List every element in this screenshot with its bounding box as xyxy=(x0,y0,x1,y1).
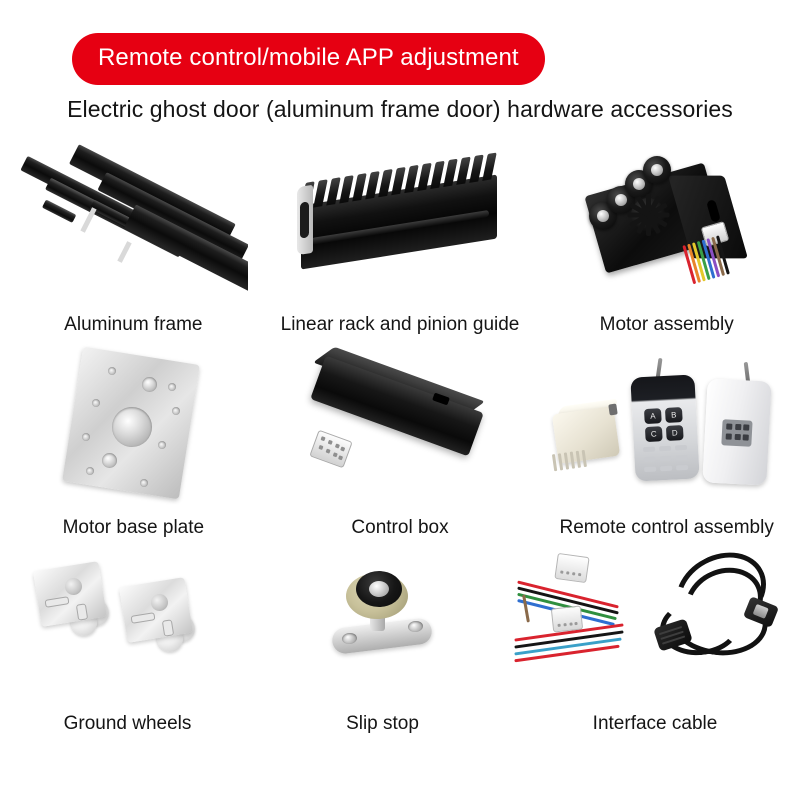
remote-control-assembly-photo: A B C D xyxy=(549,354,784,494)
power-cable-photo xyxy=(650,537,800,689)
product-image-wrap xyxy=(0,132,267,307)
control-box-connector xyxy=(309,429,353,468)
product-caption: Motor assembly xyxy=(599,314,734,335)
motor-assembly-photo xyxy=(577,140,757,300)
product-cell-ground-wheels: Ground wheels xyxy=(0,539,255,735)
remote-button-c: C xyxy=(645,425,663,442)
remote-button-a: A xyxy=(644,407,662,424)
product-caption: Linear rack and pinion guide xyxy=(280,314,520,335)
harness-connector-upper xyxy=(554,552,590,584)
remote-button-d: D xyxy=(666,424,684,441)
slip-stop-photo xyxy=(320,557,445,682)
aluminum-frame-photo xyxy=(18,137,249,302)
product-cell-control-box: Control box xyxy=(267,336,534,539)
product-image-wrap xyxy=(510,537,800,699)
motor-base-plate-photo xyxy=(46,341,221,506)
remote-button-b: B xyxy=(665,406,683,423)
product-image-wrap xyxy=(267,336,534,511)
remote-light xyxy=(702,377,772,486)
remote-dark: A B C D xyxy=(630,373,700,482)
banner-title: Remote control/mobile APP adjustment xyxy=(72,33,545,85)
product-row: Aluminum frame xyxy=(0,132,800,336)
product-caption: Slip stop xyxy=(346,713,419,734)
product-image-wrap xyxy=(533,132,800,307)
harness-connector-lower xyxy=(550,605,584,633)
pinion-gear-icon xyxy=(627,193,670,236)
product-image-wrap xyxy=(0,539,255,699)
product-cell-motor-assembly: Motor assembly xyxy=(533,132,800,336)
product-cell-linear-rack-and-pinion-guide: Linear rack and pinion guide xyxy=(267,132,534,336)
product-cell-motor-base-plate: Motor base plate xyxy=(0,336,267,539)
product-caption: Motor base plate xyxy=(62,517,205,538)
product-image-wrap xyxy=(255,539,510,699)
product-image-wrap xyxy=(0,336,267,511)
product-image-wrap: A B C D xyxy=(533,336,800,511)
product-cell-aluminum-frame: Aluminum frame xyxy=(0,132,267,336)
product-cell-slip-stop: Slip stop xyxy=(255,539,510,735)
product-caption: Ground wheels xyxy=(63,713,192,734)
product-caption: Interface cable xyxy=(592,713,718,734)
product-caption: Control box xyxy=(351,517,449,538)
product-cell-interface-cable: Interface cable xyxy=(510,537,800,735)
linear-rack-and-pinion-guide-photo xyxy=(293,150,508,290)
banner-container: Remote control/mobile APP adjustment xyxy=(72,33,545,85)
product-image-wrap xyxy=(267,132,534,307)
product-row: Motor base plate xyxy=(0,336,800,539)
control-box-photo xyxy=(295,346,505,499)
product-row: Ground wheels Slip stop xyxy=(0,537,800,735)
receiver-pins xyxy=(552,449,588,472)
product-caption: Remote control assembly xyxy=(559,517,774,538)
product-grid: Aluminum frame xyxy=(0,132,800,735)
interface-cable-photo xyxy=(510,549,650,689)
page-subtitle: Electric ghost door (aluminum frame door… xyxy=(67,96,733,122)
product-caption: Aluminum frame xyxy=(64,314,203,335)
product-cell-remote-control-assembly: A B C D xyxy=(533,336,800,539)
ground-wheels-photo xyxy=(32,554,223,684)
